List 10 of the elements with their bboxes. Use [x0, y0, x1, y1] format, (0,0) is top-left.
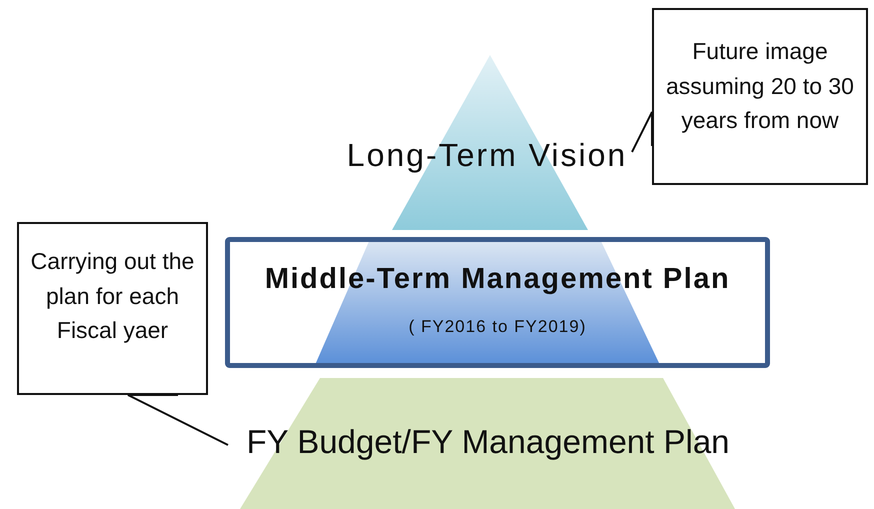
period-text: ( FY2016 to FY2019) [408, 317, 588, 337]
callout-text: Future image assuming 20 to 30 years from now [665, 37, 855, 135]
plan-frame [225, 237, 770, 368]
speech-callout [17, 222, 208, 395]
callout-text: Carrying out the plan for each Fiscal yaer [30, 247, 196, 345]
speech-callout [652, 8, 868, 185]
node-title: Long-Term Vision [346, 137, 628, 174]
callout-pointer [631, 111, 653, 152]
node-title: FY Budget/FY Management Plan [245, 423, 731, 461]
node-title: Middle-Term Management Plan [264, 263, 732, 296]
